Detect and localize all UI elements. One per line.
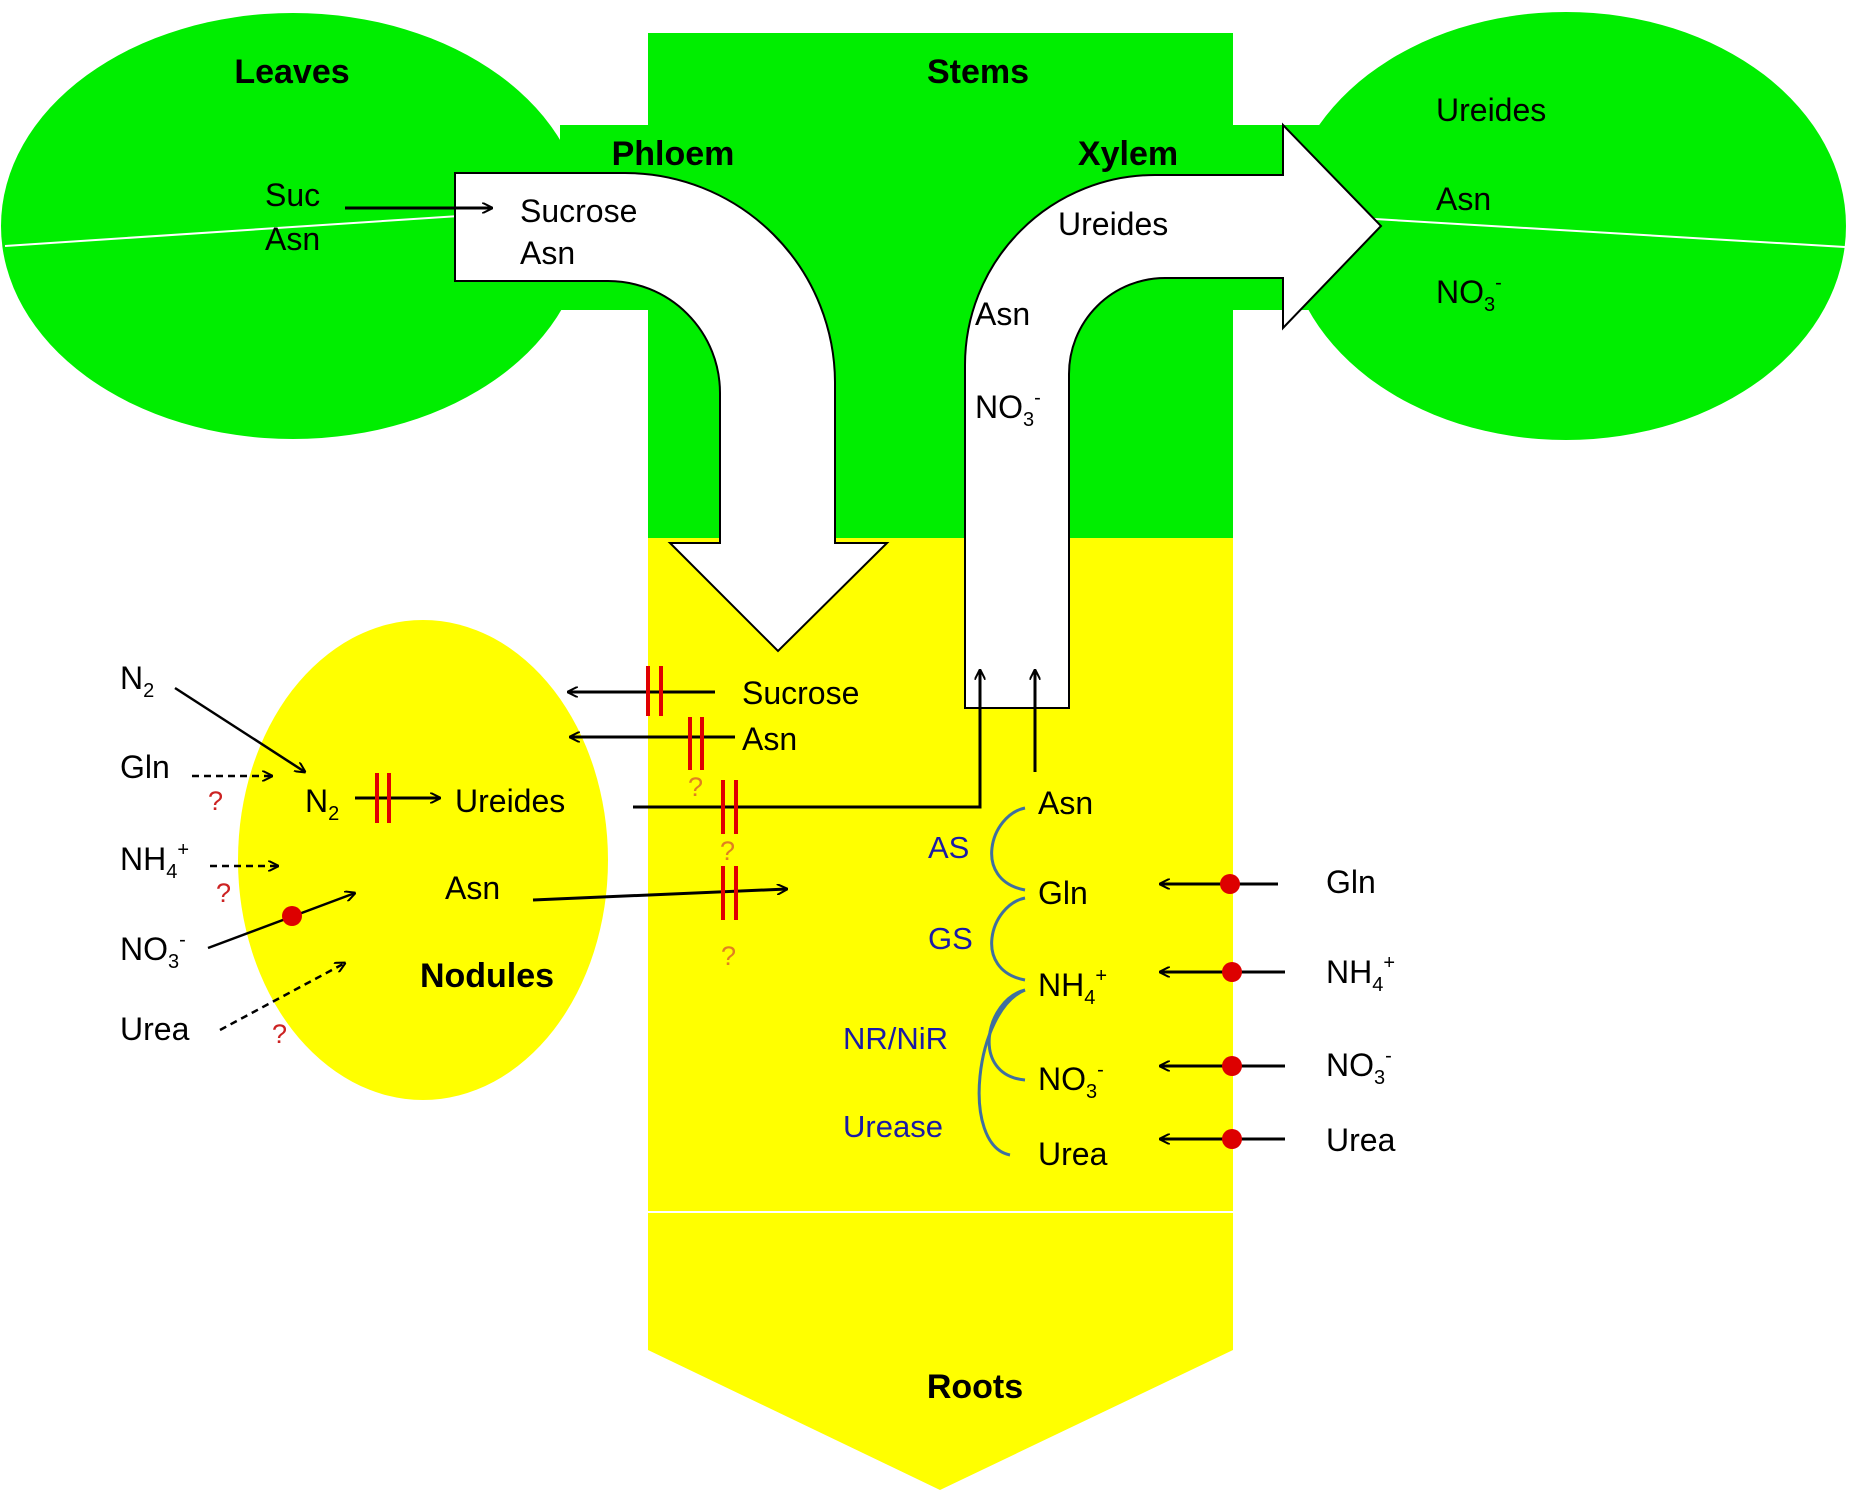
right-leaf-midrib [1289,213,1846,248]
asn-transfer-unknown-mark: ? [688,772,703,802]
pathway-asn-label: Asn [1038,785,1093,821]
pathway-nh4-label: NH4+ [1038,965,1107,1009]
soil-no3-uptake [1160,1056,1285,1076]
leaf-suc-label: Suc [265,177,320,213]
xylem-label: Xylem [1078,135,1178,173]
xylem-ureides-label: Ureides [1058,206,1168,242]
nodule-asn-to-root-arrow [532,889,787,902]
nodule-asn-blocker [721,866,738,920]
soil-urea-uptake [1160,1129,1285,1149]
leaf-asn-label: Asn [265,221,320,257]
nodule-input-urea-label: Urea [120,1011,190,1047]
no3-transporter-dot [282,906,302,926]
urease-arc [977,988,1026,1157]
leaf-right-ureides-label: Ureides [1436,92,1546,128]
urea-unknown-mark: ? [272,1019,287,1049]
nodule-input-n2-label: N2 [120,660,154,702]
pathway-gln-label: Gln [1038,875,1088,911]
ureides-blocker [721,780,738,834]
soil-gln-label: Gln [1326,864,1376,900]
right-leaf [1286,12,1846,440]
asn-transfer-blocker [688,717,704,770]
nodule-input-nh4-label: NH4+ [120,839,189,883]
soil-urea-label: Urea [1326,1122,1396,1158]
nodule-asn-unknown-mark: ? [721,941,736,971]
nh4-unknown-mark: ? [216,878,231,908]
leaf-right-no3-label: NO3- [1436,272,1502,316]
leaf-right-asn-label: Asn [1436,181,1491,217]
stems-label: Stems [927,53,1029,91]
as-arc [990,806,1026,892]
enzyme-nr-nir-label: NR/NiR [843,1021,948,1056]
nodule-input-no3-label: NO3- [120,929,186,973]
phloem-sucrose-label: Sucrose [520,193,637,229]
enzyme-arcs [977,806,1026,1157]
gs-arc [990,896,1026,982]
soil-no3-label: NO3- [1326,1045,1392,1089]
ureides-to-xylem-arrow [633,670,980,809]
root-sucrose-label: Sucrose [742,675,859,711]
xylem-asn-label: Asn [975,296,1030,332]
pathway-urea-label: Urea [1038,1136,1108,1172]
organ-shapes [1,12,1846,1490]
root-asn-label: Asn [742,721,797,757]
phloem-label: Phloem [612,135,735,173]
nodule-asn-label: Asn [445,870,500,906]
soil-nh4-label: NH4+ [1326,952,1395,996]
nodule-input-gln-label: Gln [120,749,170,785]
phloem-flow-arrow [454,172,890,653]
ureides-unknown-mark: ? [720,836,735,866]
soil-gln-uptake [1160,874,1278,894]
enzyme-gs-label: GS [928,921,973,956]
nodule-ureides-label: Ureides [455,783,565,819]
pathway-no3-label: NO3- [1038,1059,1104,1103]
n2-fixation-arrow [174,686,305,772]
xylem-flow-arrow [964,122,1383,709]
nodules-label: Nodules [420,957,554,995]
no3-uptake-arrow [207,893,355,950]
n2-ureides-blocker [375,773,391,823]
roots-label: Roots [927,1368,1023,1406]
soil-nh4-uptake [1160,962,1285,982]
root-body [648,538,1233,1490]
phloem-asn-label: Asn [520,235,575,271]
leaves-label: Leaves [234,53,349,91]
enzyme-urease-label: Urease [843,1109,943,1144]
nodules-body [238,620,608,1100]
gln-unknown-mark: ? [208,786,223,816]
enzyme-as-label: AS [928,830,969,865]
xylem-no3-label: NO3- [975,387,1041,431]
nodule-n2-label: N2 [305,783,339,825]
sucrose-blocker [646,666,663,716]
